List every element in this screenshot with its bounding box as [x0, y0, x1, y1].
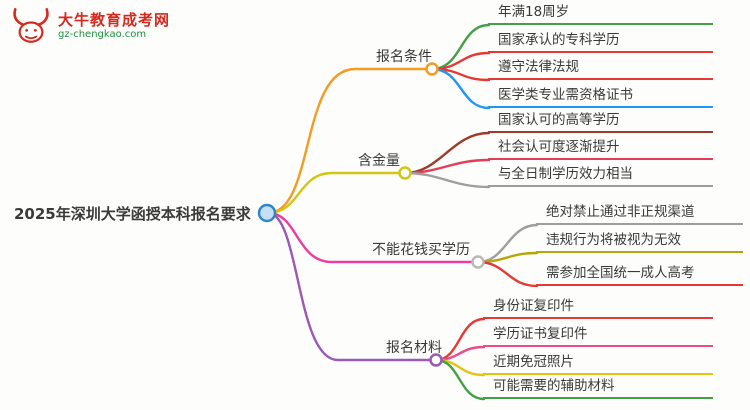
branch-node-circle	[471, 255, 485, 269]
leaf-curve	[430, 67, 491, 82]
root-node-circle	[257, 203, 277, 223]
branch-topic: 含金量	[358, 153, 400, 169]
leaf-curve	[434, 358, 486, 377]
leaf-node: 遵守法律法规	[488, 56, 713, 80]
leaf-node: 医学类专业需资格证书	[488, 84, 713, 108]
leaf-node: 绝对禁止通过非正规渠道	[536, 201, 743, 225]
leaf-curve	[430, 23, 491, 71]
leaf-node: 社会认可度逐渐提升	[488, 136, 713, 160]
branch-topic: 报名材料	[386, 340, 442, 356]
leaf-curve	[476, 260, 539, 288]
leaf-curve	[476, 223, 539, 264]
leaf-curve	[430, 67, 491, 110]
logo-brand-text: 大牛教育成考网	[58, 10, 171, 29]
branch-topic: 报名条件	[376, 49, 432, 65]
leaf-curve	[403, 171, 491, 189]
branch-curve	[266, 171, 402, 215]
leaf-node: 国家认可的高等学历	[488, 109, 713, 133]
root-topic: 2025年深圳大学函授本科报名要求	[14, 205, 251, 223]
leaf-curve	[476, 251, 539, 264]
leaf-node: 国家承认的专科学历	[488, 29, 713, 53]
bull-icon	[13, 8, 49, 43]
branch-curve	[266, 67, 429, 215]
logo-domain-text: gz-chengkao.com	[58, 28, 147, 40]
leaf-node: 学历证书复印件	[483, 323, 713, 347]
leaf-curve	[430, 51, 491, 71]
leaf-node: 与全日制学历效力相当	[488, 163, 713, 187]
leaf-node: 可能需要的辅助材料	[483, 375, 713, 399]
leaf-curve	[434, 317, 486, 362]
leaf-node: 需参加全国统一成人高考	[536, 262, 743, 286]
branch-node-circle	[398, 166, 412, 180]
leaf-node: 年满18周岁	[488, 1, 713, 25]
site-logo: 大牛教育成考网 gz-chengkao.com	[10, 6, 170, 46]
leaf-curve	[403, 158, 491, 175]
leaf-curve	[434, 358, 486, 401]
leaf-node: 身份证复印件	[483, 295, 713, 319]
leaf-node: 近期免冠照片	[483, 351, 713, 375]
branch-topic: 不能花钱买学历	[372, 242, 470, 258]
leaf-curve	[434, 345, 486, 362]
leaf-node: 违规行为将被视为无效	[536, 229, 743, 253]
leaf-curve	[403, 131, 491, 175]
